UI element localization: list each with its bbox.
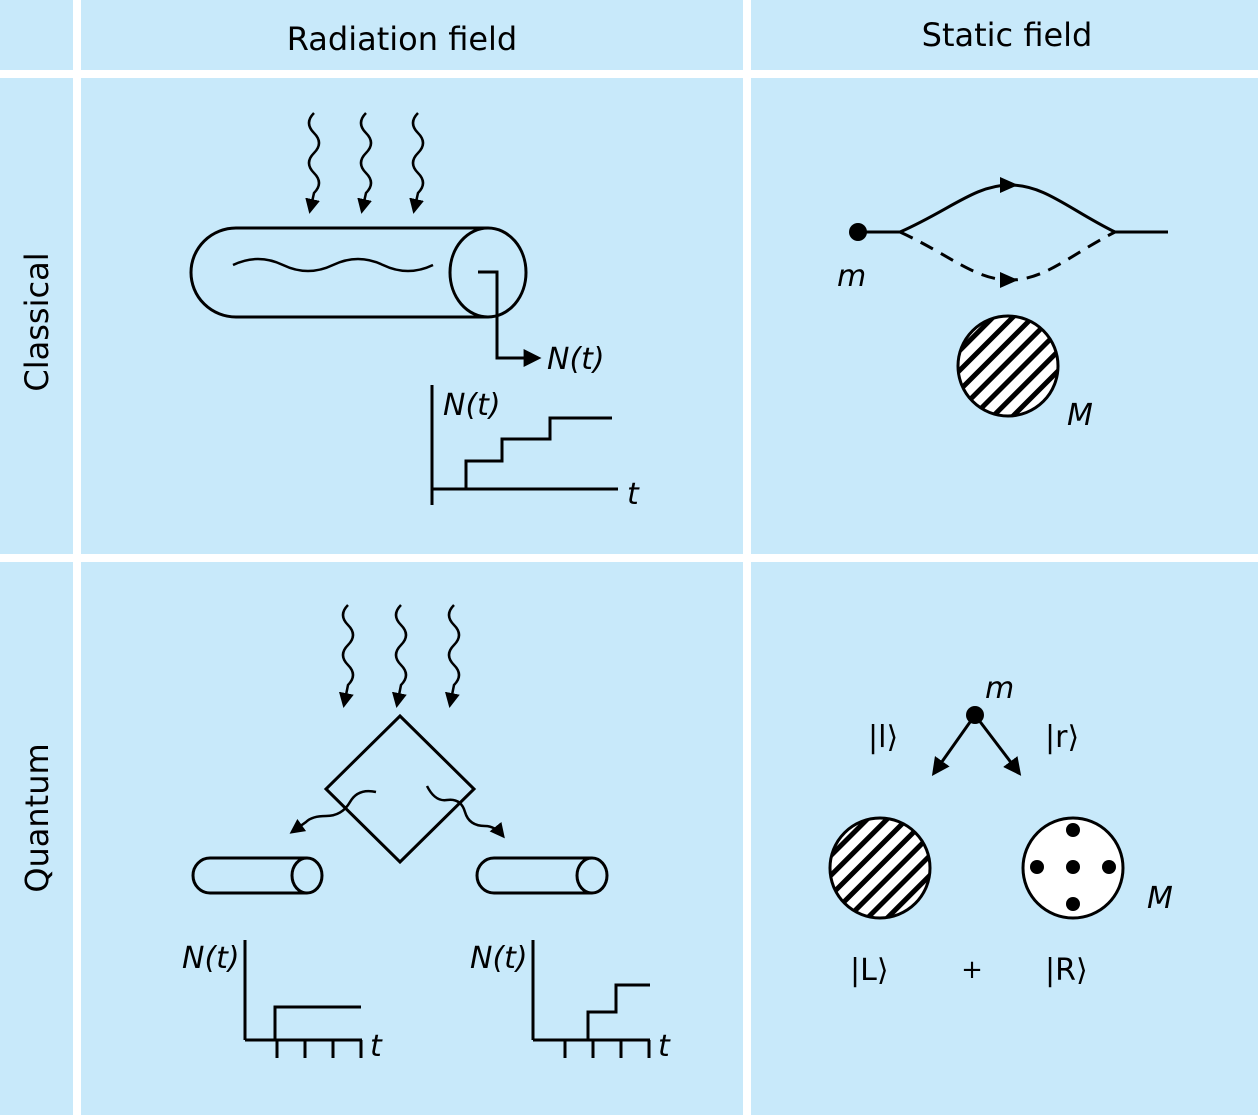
graph-x-label: t (627, 477, 640, 512)
corner-cell (0, 0, 73, 70)
cell-quantum-radiation (81, 562, 743, 1115)
incoming-wave-arrow (357, 112, 373, 214)
header-cell-radiation (81, 0, 743, 70)
incoming-wave-arrow (444, 604, 461, 708)
superposition-plus-sign: + (961, 955, 983, 985)
right-detector (475, 856, 592, 895)
source-mass-label: M (1067, 398, 1093, 433)
right-path-arrow (973, 714, 1022, 776)
sphere-dot (1102, 860, 1116, 874)
right-source-state-label: |R⟩ (1045, 953, 1088, 988)
sphere-dots (1030, 823, 1116, 911)
classical-radiation-illustration: N(t) N(t) t (189, 112, 640, 512)
right-detector-end (575, 856, 609, 895)
right-graph-x-label: t (658, 1029, 671, 1064)
sphere-dot (1066, 823, 1080, 837)
lower-path-arrowhead (1000, 272, 1018, 288)
left-path-state-label: |l⟩ (868, 720, 898, 755)
column-header-radiation: Radiation field (287, 20, 517, 58)
right-graph-y-label: N(t) (470, 941, 528, 976)
sphere-dot (1030, 860, 1044, 874)
quantum-static-illustration: m |l⟩ |r⟩ M |L⟩ + |R⟩ (828, 671, 1173, 988)
row-header-classical: Classical (18, 252, 56, 391)
detector-cylinder-end (448, 226, 528, 319)
particle-mass-label: m (985, 671, 1014, 706)
quantum-radiation-illustration: N(t) t N(t) t (182, 604, 671, 1064)
incoming-wave-arrow (338, 604, 355, 708)
hatched-mass-sphere (956, 314, 1060, 418)
incoming-wave-arrow (305, 112, 321, 214)
particle-mass-label: m (837, 259, 866, 294)
left-count-step-line (273, 1005, 361, 1040)
outgoing-wave-left (289, 789, 377, 834)
sphere-dot (1066, 860, 1080, 874)
cell-quantum-static (751, 562, 1258, 1115)
beam-splitter (323, 713, 477, 865)
detector-output-arrow (478, 270, 542, 367)
outgoing-wave-right (425, 785, 505, 839)
right-graph-axes (531, 940, 651, 1058)
left-graph-x-label: t (370, 1029, 383, 1064)
upper-path-arrowhead (1000, 177, 1018, 193)
hatched-mass-sphere-left (828, 816, 932, 920)
row-header-cell-classical (0, 78, 73, 554)
row-header-quantum: Quantum (18, 743, 56, 892)
column-header-static: Static field (922, 16, 1093, 54)
sphere-dot (1066, 897, 1080, 911)
internal-wave (232, 257, 434, 273)
left-detector (191, 856, 307, 895)
count-step-line (432, 416, 612, 491)
classical-static-illustration: m M (837, 177, 1168, 433)
detector-output-label: N(t) (547, 342, 605, 377)
header-cell-static (751, 0, 1258, 70)
row-header-cell-quantum (0, 562, 73, 1115)
left-path-arrow (931, 714, 977, 776)
incoming-wave-arrow (391, 604, 408, 708)
right-path-state-label: |r⟩ (1045, 720, 1079, 755)
graph-y-label: N(t) (443, 388, 501, 423)
left-graph-axes (243, 940, 363, 1058)
left-graph-y-label: N(t) (182, 941, 240, 976)
left-detector-end (290, 856, 324, 895)
left-source-state-label: |L⟩ (850, 953, 889, 988)
source-mass-label: M (1147, 881, 1173, 916)
right-count-step-line (586, 983, 650, 1040)
detector-cylinder (189, 226, 488, 319)
incoming-wave-arrow (409, 112, 425, 214)
